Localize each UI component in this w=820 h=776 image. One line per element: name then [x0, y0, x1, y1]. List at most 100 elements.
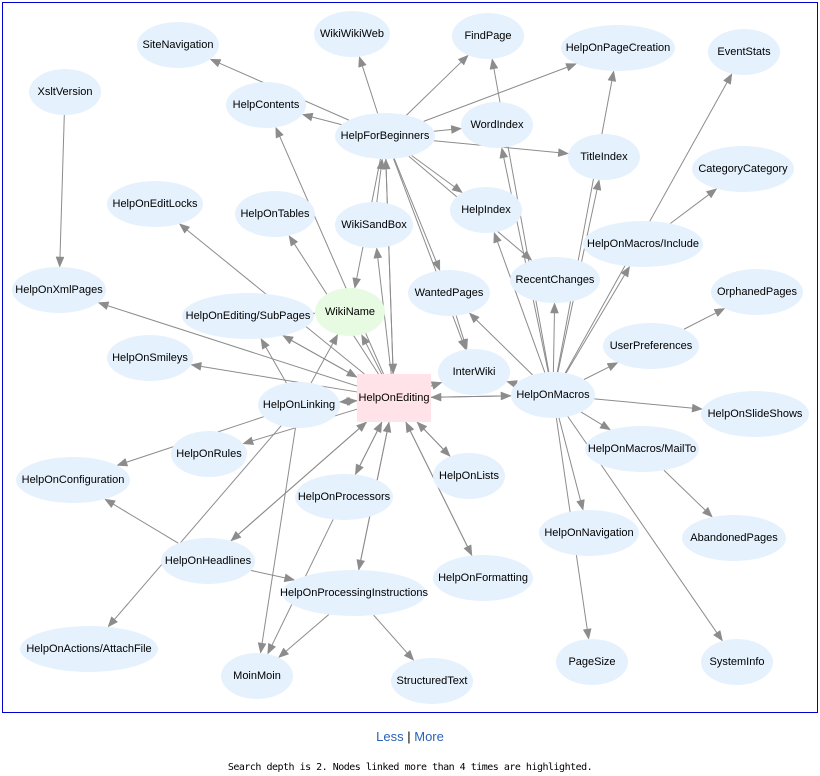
graph-node[interactable]: WikiName: [315, 288, 385, 336]
graph-node[interactable]: OrphanedPages: [711, 269, 803, 315]
graph-node[interactable]: HelpOnEditLocks: [107, 181, 203, 227]
node-label[interactable]: HelpOnFormatting: [438, 572, 528, 584]
node-label[interactable]: XsltVersion: [37, 86, 92, 98]
node-label[interactable]: HelpOnEditLocks: [113, 198, 198, 210]
graph-node[interactable]: HelpOnEditing: [357, 374, 431, 422]
node-label[interactable]: OrphanedPages: [717, 286, 798, 298]
graph-node[interactable]: UserPreferences: [603, 323, 699, 369]
node-ellipse[interactable]: [585, 426, 699, 472]
graph-node[interactable]: RecentChanges: [510, 257, 600, 303]
node-ellipse[interactable]: [161, 538, 255, 584]
node-ellipse[interactable]: [452, 13, 524, 59]
node-label[interactable]: HelpOnXmlPages: [15, 284, 103, 296]
node-ellipse[interactable]: [711, 269, 803, 315]
graph-node[interactable]: AbandonedPages: [682, 515, 786, 561]
graph-node[interactable]: WikiWikiWeb: [314, 11, 390, 57]
node-label[interactable]: HelpOnEditing/SubPages: [186, 310, 311, 322]
graph-node[interactable]: HelpOnNavigation: [539, 510, 639, 556]
node-ellipse[interactable]: [708, 29, 780, 75]
node-ellipse[interactable]: [258, 382, 340, 428]
node-label[interactable]: HelpOnLists: [439, 470, 499, 482]
node-label[interactable]: HelpOnMacros/MailTo: [588, 443, 696, 455]
node-ellipse[interactable]: [335, 113, 435, 159]
graph-node[interactable]: HelpOnMacros/MailTo: [585, 426, 699, 472]
node-ellipse[interactable]: [561, 25, 675, 71]
graph-node[interactable]: HelpOnLinking: [258, 382, 340, 428]
graph-node[interactable]: HelpOnSmileys: [107, 335, 193, 381]
node-label[interactable]: HelpOnConfiguration: [22, 474, 125, 486]
node-label[interactable]: AbandonedPages: [690, 532, 778, 544]
graph-node[interactable]: SystemInfo: [701, 639, 773, 685]
node-ellipse[interactable]: [450, 187, 522, 233]
node-ellipse[interactable]: [29, 69, 101, 115]
node-ellipse[interactable]: [433, 555, 533, 601]
node-ellipse[interactable]: [20, 626, 158, 672]
node-ellipse[interactable]: [12, 267, 106, 313]
node-ellipse[interactable]: [171, 431, 247, 477]
node-ellipse[interactable]: [107, 335, 193, 381]
node-ellipse[interactable]: [16, 457, 130, 503]
node-ellipse[interactable]: [408, 270, 490, 316]
graph-node[interactable]: HelpOnMacros: [511, 372, 595, 418]
node-ellipse[interactable]: [282, 570, 426, 616]
graph-node[interactable]: WantedPages: [408, 270, 490, 316]
node-label[interactable]: WikiWikiWeb: [320, 28, 384, 40]
graph-node[interactable]: HelpOnSlideShows: [701, 391, 809, 437]
graph-node[interactable]: HelpOnConfiguration: [16, 457, 130, 503]
graph-node[interactable]: HelpOnFormatting: [433, 555, 533, 601]
graph-node[interactable]: HelpOnProcessors: [295, 474, 393, 520]
node-label[interactable]: HelpForBeginners: [341, 130, 430, 142]
graph-node[interactable]: PageSize: [556, 639, 628, 685]
node-label[interactable]: HelpOnEditing: [359, 392, 430, 404]
node-label[interactable]: HelpOnNavigation: [544, 527, 633, 539]
node-label[interactable]: HelpContents: [233, 99, 300, 111]
node-ellipse[interactable]: [556, 639, 628, 685]
node-label[interactable]: HelpIndex: [461, 204, 511, 216]
graph-node[interactable]: HelpOnEditing/SubPages: [182, 293, 314, 339]
graph-node[interactable]: HelpContents: [226, 82, 306, 128]
graph-node[interactable]: HelpOnLists: [433, 453, 505, 499]
graph-node[interactable]: WikiSandBox: [335, 202, 413, 248]
node-label[interactable]: HelpOnMacros: [516, 389, 590, 401]
node-label[interactable]: HelpOnHeadlines: [165, 555, 252, 567]
graph-node[interactable]: HelpOnRules: [171, 431, 247, 477]
node-ellipse[interactable]: [461, 102, 533, 148]
node-label[interactable]: EventStats: [717, 46, 771, 58]
node-label[interactable]: HelpOnProcessingInstructions: [280, 587, 428, 599]
node-ellipse[interactable]: [433, 453, 505, 499]
graph-node[interactable]: HelpOnPageCreation: [561, 25, 675, 71]
node-ellipse[interactable]: [107, 181, 203, 227]
node-label[interactable]: MoinMoin: [233, 670, 281, 682]
node-label[interactable]: PageSize: [568, 656, 615, 668]
node-label[interactable]: HelpOnSmileys: [112, 352, 188, 364]
node-label[interactable]: WikiSandBox: [341, 219, 407, 231]
node-label[interactable]: InterWiki: [453, 366, 496, 378]
graph-node[interactable]: HelpForBeginners: [335, 113, 435, 159]
node-ellipse[interactable]: [391, 658, 473, 704]
node-label[interactable]: HelpOnLinking: [263, 399, 335, 411]
node-label[interactable]: HelpOnTables: [240, 208, 310, 220]
node-ellipse[interactable]: [568, 134, 640, 180]
node-ellipse[interactable]: [137, 22, 219, 68]
graph-node[interactable]: EventStats: [708, 29, 780, 75]
graph-node[interactable]: StructuredText: [391, 658, 473, 704]
graph-node[interactable]: HelpIndex: [450, 187, 522, 233]
node-label[interactable]: FindPage: [464, 30, 511, 42]
node-label[interactable]: HelpOnProcessors: [298, 491, 391, 503]
node-label[interactable]: RecentChanges: [516, 274, 595, 286]
node-ellipse[interactable]: [314, 11, 390, 57]
graph-node[interactable]: HelpOnActions/AttachFile: [20, 626, 158, 672]
node-ellipse[interactable]: [701, 639, 773, 685]
node-label[interactable]: SystemInfo: [709, 656, 764, 668]
graph-node[interactable]: HelpOnMacros/Include: [583, 221, 703, 267]
node-ellipse[interactable]: [438, 349, 510, 395]
node-ellipse[interactable]: [511, 372, 595, 418]
node-ellipse[interactable]: [539, 510, 639, 556]
graph-node[interactable]: CategoryCategory: [692, 146, 794, 192]
graph-node[interactable]: InterWiki: [438, 349, 510, 395]
more-link[interactable]: More: [414, 729, 444, 744]
node-ellipse[interactable]: [335, 202, 413, 248]
graph-node[interactable]: TitleIndex: [568, 134, 640, 180]
node-box[interactable]: [357, 374, 431, 422]
graph-node[interactable]: MoinMoin: [221, 653, 293, 699]
